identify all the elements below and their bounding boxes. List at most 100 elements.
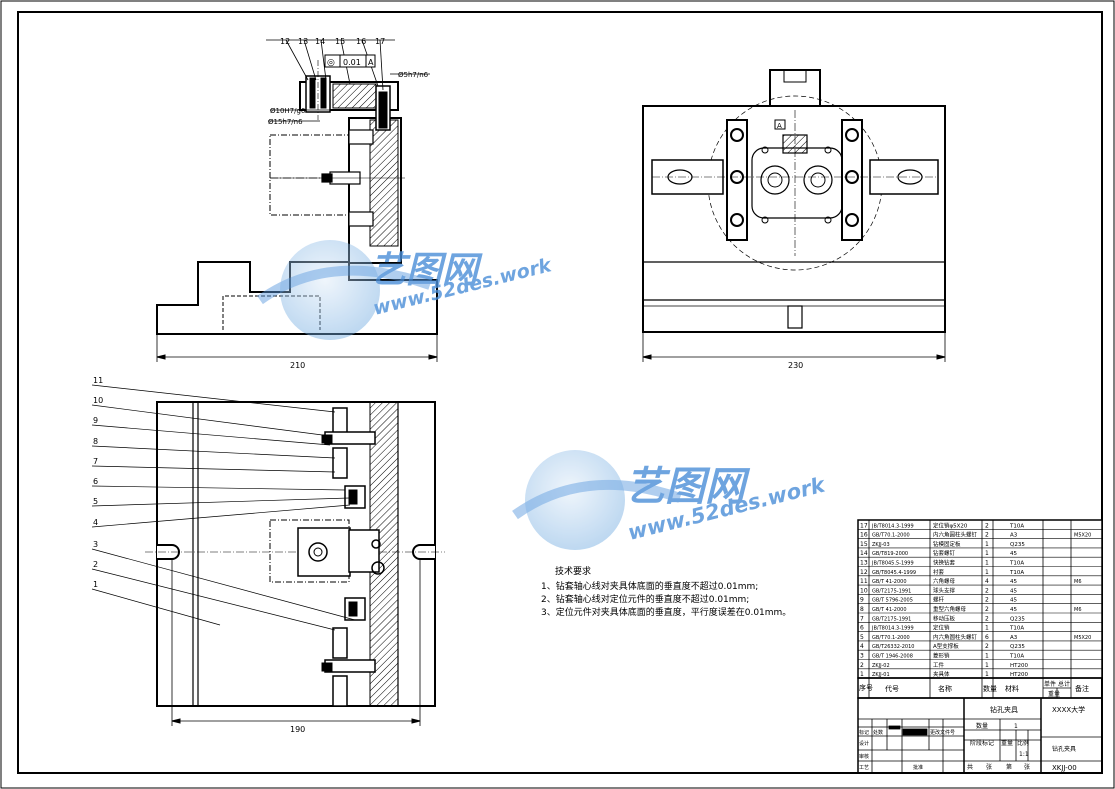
callout-7: 7 <box>93 457 98 466</box>
bom-cell-code: JB/T8045.5-1999 <box>871 561 914 567</box>
bom-cell-mat: 45 <box>1010 579 1017 585</box>
callout-9: 9 <box>93 416 98 425</box>
bom-cell-name: 螺杆 <box>933 596 945 604</box>
bom-header-note: 备注 <box>1075 684 1089 693</box>
bom-cell-code: GB/T819-2000 <box>872 551 908 557</box>
tolerance-symbol: ◎ <box>327 58 335 68</box>
title-part-name: 钻孔夹具 <box>1052 745 1076 753</box>
bom-header-code: 代号 <box>885 684 899 693</box>
title-block-text: 钻孔夹具 XXXX大学 钻孔夹具 XKJJ-00 数量 1 阶段标记 重量 比例… <box>859 705 1085 772</box>
bom-cell-no: 13 <box>860 560 868 567</box>
bom-cell-mat: Q235 <box>1010 616 1025 622</box>
bom-cell-name: 衬套 <box>933 568 945 576</box>
bom-cell-name: 六角螺母 <box>933 577 956 585</box>
bom-cell-mat: HT200 <box>1010 663 1028 669</box>
bom-cell-name: 快换钻套 <box>933 559 956 567</box>
callout-2: 2 <box>93 560 98 569</box>
tolerance-frame: ◎ 0.01 A Ø5h7/n6 Ø10H7/g6 Ø15h7/n6 <box>268 58 429 126</box>
bom-cell-name: 钻套螺钉 <box>933 549 956 557</box>
bom-cell-code: ZKJJ-02 <box>872 663 890 669</box>
bom-cell-name: 钻模固定板 <box>933 540 961 548</box>
bom-cell-code: GB/T 41-2000 <box>872 607 907 613</box>
bom-cell-name: 定位销 <box>933 624 950 632</box>
bom-cell-no: 11 <box>860 578 868 585</box>
bom-cell-note: M5X20 <box>1074 635 1091 641</box>
bom-cell-mat: A3 <box>1010 533 1018 539</box>
bom-cell-qty: 2 <box>985 597 989 604</box>
title-process: 工艺 <box>859 765 869 771</box>
bom-cell-qty: 6 <box>985 634 989 641</box>
callout-8: 8 <box>93 437 98 446</box>
front-datum-a: A <box>777 122 782 130</box>
bom-cell-qty: 1 <box>985 625 989 632</box>
dimension-190: 190 <box>290 725 305 734</box>
bom-header-name: 名称 <box>938 684 952 693</box>
bom-cell-qty: 1 <box>985 550 989 557</box>
bom-cell-mat: Q235 <box>1010 644 1025 650</box>
top-callout-labels: 12 13 14 15 16 17 <box>280 37 385 46</box>
bom-cell-name: 定位销φ5X20 <box>933 521 968 529</box>
bom-cell-name: 重型六角螺母 <box>933 605 967 613</box>
bom-cell-mat: HT200 <box>1010 672 1028 678</box>
plan-view <box>91 384 445 726</box>
title-sheet-word: 张 <box>1024 763 1030 771</box>
callout-10: 10 <box>93 396 103 405</box>
title-school: XXXX大学 <box>1052 705 1085 714</box>
watermark-globe-icon <box>280 240 380 340</box>
bom-cell-qty: 2 <box>985 587 989 594</box>
bom-cell-name: 夹具体 <box>933 670 950 678</box>
bom-cell-mat: A3 <box>1010 635 1018 641</box>
bom-cell-no: 7 <box>860 615 864 622</box>
bom-cell-name: 移动压板 <box>933 614 956 622</box>
bom-cell-mat: 45 <box>1010 607 1017 613</box>
bom-cell-mat: 45 <box>1010 598 1017 604</box>
tech-requirement-3: 3、定位元件对夹具体底面的垂直度，平行度误差在0.01mm。 <box>541 606 791 618</box>
bom-cell-no: 16 <box>860 532 868 539</box>
bom-cell-mat: T10A <box>1009 654 1024 660</box>
fit-label-2: Ø10H7/g6 <box>270 107 306 115</box>
bom-cell-no: 2 <box>860 662 864 669</box>
bom-header-qty: 数量 <box>983 684 997 693</box>
front-view <box>642 69 946 362</box>
bom-cell-qty: 1 <box>985 541 989 548</box>
watermark-2: 艺图网 www.52des.work <box>512 450 829 550</box>
bom-cell-qty: 2 <box>985 522 989 529</box>
title-page-label: 第 <box>1006 763 1012 771</box>
bom-header-no: 序号 <box>859 683 873 692</box>
bom-cell-qty: 1 <box>985 671 989 678</box>
bom-cell-name: 球头支撑 <box>933 586 956 594</box>
callout-12: 12 <box>280 37 290 46</box>
bom-cell-note: M6 <box>1074 579 1082 585</box>
tech-requirement-1: 1、钻套轴心线对夹具体底面的垂直度不超过0.01mm; <box>541 580 758 592</box>
bom-cell-note: M6 <box>1074 607 1082 613</box>
bom-cell-no: 10 <box>860 587 868 594</box>
title-doc-no: 更改文件号 <box>930 729 955 736</box>
bom-cell-code: GB/T 5796-2005 <box>872 598 913 604</box>
fit-label-1: Ø5h7/n6 <box>398 71 429 79</box>
bom-cell-code: JB/T8014.3-1999 <box>871 523 914 529</box>
title-checker: 审核 <box>859 753 869 760</box>
title-stage-label: 阶段标记 <box>970 739 994 747</box>
callout-3: 3 <box>93 540 98 549</box>
bom-header-weight: 重量 <box>1048 690 1060 698</box>
tolerance-datum: A <box>368 58 374 67</box>
bom-cell-no: 5 <box>860 634 864 641</box>
bom-table <box>857 519 1103 699</box>
bom-header-mat: 材料 <box>1005 684 1019 693</box>
bom-cell-code: GB/T2175-1991 <box>872 616 911 622</box>
bom-cell-mat: 45 <box>1010 588 1017 594</box>
title-sheet: 张 <box>986 763 992 771</box>
bom-cell-no: 1 <box>860 671 864 678</box>
bom-cell-no: 8 <box>860 606 864 613</box>
title-drawing-name: 钻孔夹具 <box>990 705 1018 714</box>
bom-cell-qty: 2 <box>985 643 989 650</box>
title-block <box>857 697 1103 774</box>
callout-13: 13 <box>298 37 308 46</box>
title-qty-label: 数量 <box>976 722 988 730</box>
bom-cell-qty: 1 <box>985 569 989 576</box>
tech-requirements-heading: 技术要求 <box>555 565 591 577</box>
bom-cell-note: M5X20 <box>1074 533 1091 539</box>
